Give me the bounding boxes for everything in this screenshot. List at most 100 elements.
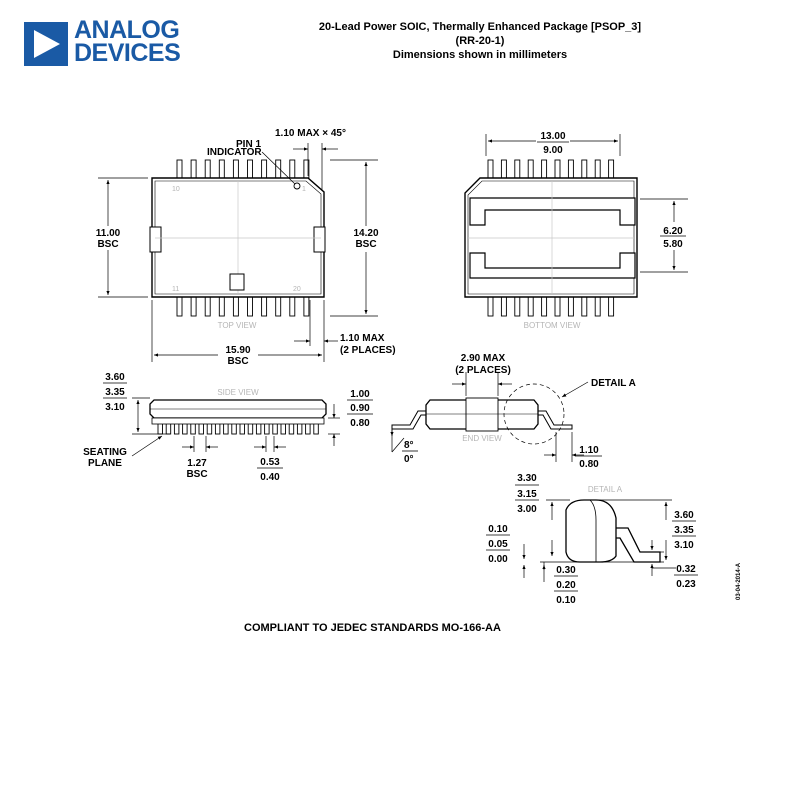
package-lead	[204, 159, 211, 180]
total-a-nom: 3.35	[674, 525, 694, 536]
title-line-1: 20-Lead Power SOIC, Thermally Enhanced P…	[318, 21, 642, 33]
top-view-left-tab	[149, 226, 162, 253]
package-lead	[541, 159, 548, 180]
package-lead	[190, 159, 197, 180]
slug-places: (2 PLACES)	[455, 365, 511, 376]
package-lead	[581, 159, 588, 180]
foot-max: 1.10	[579, 445, 599, 456]
body-max: 3.30	[517, 473, 537, 484]
total-a-max: 3.60	[674, 510, 694, 521]
package-lead	[261, 159, 268, 180]
package-lead	[554, 295, 561, 317]
seating-plane-line-1: SEATING	[83, 447, 127, 458]
pin-label-1: 1	[302, 186, 306, 193]
title-line-3: Dimensions shown in millimeters	[392, 49, 568, 61]
width-value: 11.00	[96, 228, 121, 239]
end-view: END VIEW 2.90 MAX (2 PLACES) DETAIL A 8°…	[390, 353, 636, 470]
bottom-view-body-inner	[467, 180, 635, 295]
package-lead	[232, 295, 239, 317]
package-lead	[204, 295, 211, 317]
jedec-compliance-note: COMPLIANT TO JEDEC STANDARDS MO-166-AA	[244, 622, 501, 634]
package-lead	[581, 295, 588, 317]
side-view-caption: SIDE VIEW	[217, 388, 259, 397]
drawing-code: 03-04-2014-A	[736, 562, 742, 600]
package-lead	[527, 159, 534, 180]
logo-triangle-icon	[24, 22, 68, 66]
body-min: 3.00	[517, 504, 537, 515]
package-lead	[247, 295, 253, 317]
package-lead	[527, 295, 534, 317]
pin1-indicator-dot	[293, 182, 301, 190]
pad2-max: 6.20	[663, 226, 683, 237]
body-nom: 3.15	[517, 489, 537, 500]
top-view-upper-leads	[176, 159, 310, 180]
standoff-nom: 0.90	[350, 403, 370, 414]
title-line-2: (RR-20-1)	[455, 35, 505, 47]
bottom-view-slug-upper	[469, 197, 636, 226]
height-max: 3.60	[105, 372, 125, 383]
logo-wordmark: ANALOG DEVICES	[74, 16, 181, 67]
pitch-bsc: BSC	[186, 469, 207, 480]
pad-max: 13.00	[540, 131, 565, 142]
total-a-min: 3.10	[674, 540, 694, 551]
logo-line-2: DEVICES	[74, 39, 181, 67]
end-view-slug	[465, 397, 499, 432]
bottom-view-slug-lower	[469, 252, 636, 279]
package-lead	[176, 295, 183, 317]
analog-devices-logo: ANALOG DEVICES	[24, 16, 188, 70]
bottom-view-lower-leads	[487, 295, 615, 317]
slug-max: 2.90 MAX	[461, 353, 506, 364]
package-lead	[275, 295, 282, 317]
package-lead	[554, 159, 561, 180]
pad-min: 9.00	[543, 145, 563, 156]
pin-label-10: 10	[172, 186, 180, 193]
package-lead	[500, 159, 507, 180]
lead-places: (2 PLACES)	[340, 345, 396, 356]
seating-plane-leader	[131, 435, 163, 457]
package-lead	[303, 295, 310, 317]
off-max: 0.10	[488, 524, 508, 535]
package-lead	[594, 159, 601, 180]
detail-a-view: DETAIL A 3.30 3.15 3.00 0.10 0.05 0.00 0…	[486, 473, 698, 606]
side-view-slug	[151, 417, 325, 425]
package-lead	[608, 159, 615, 180]
pad2-min: 5.80	[663, 239, 683, 250]
package-lead	[261, 295, 268, 317]
package-lead	[487, 159, 494, 180]
package-lead	[514, 295, 521, 317]
end-view-lead-left	[391, 410, 427, 430]
pin-label-20: 20	[293, 286, 301, 293]
bottom-view-body	[464, 177, 638, 298]
total-value: 14.20	[353, 228, 378, 239]
top-view-lower-leads	[176, 295, 310, 317]
package-lead	[289, 159, 296, 180]
package-lead	[247, 159, 253, 180]
package-lead	[541, 295, 548, 317]
thick-max: 0.32	[676, 564, 696, 575]
top-view: 10 1 11 20 TOP VIEW PIN 1 INDICATOR 1.10…	[96, 128, 396, 367]
indicator-label: INDICATOR	[207, 147, 262, 158]
angle-max: 8°	[404, 440, 414, 451]
side-view: SIDE VIEW 3.60 3.35 3.10 1.00 0.90 0.80 …	[83, 372, 373, 483]
end-view-caption: END VIEW	[462, 434, 502, 443]
detail-a-body	[565, 499, 617, 563]
package-lead	[594, 295, 601, 317]
package-lead	[190, 295, 197, 317]
package-lead	[176, 159, 183, 180]
top-view-right-tab	[313, 226, 326, 253]
standoff-max: 1.00	[350, 389, 370, 400]
package-title: 20-Lead Power SOIC, Thermally Enhanced P…	[250, 20, 710, 62]
lead-width-nom: 0.53	[260, 457, 280, 468]
width-bsc: BSC	[97, 239, 118, 250]
pin1-leader	[261, 151, 296, 185]
pin-label-11: 11	[172, 286, 179, 293]
standoff-min: 0.80	[350, 418, 370, 429]
height-nom: 3.35	[105, 387, 125, 398]
height-min: 3.10	[105, 402, 125, 413]
logo-line-1: ANALOG	[74, 16, 180, 44]
bottom-view: BOTTOM VIEW 13.00 9.00 6.20 5.80	[464, 131, 688, 330]
package-lead	[289, 295, 296, 317]
detail-a-caption: DETAIL A	[588, 485, 623, 494]
